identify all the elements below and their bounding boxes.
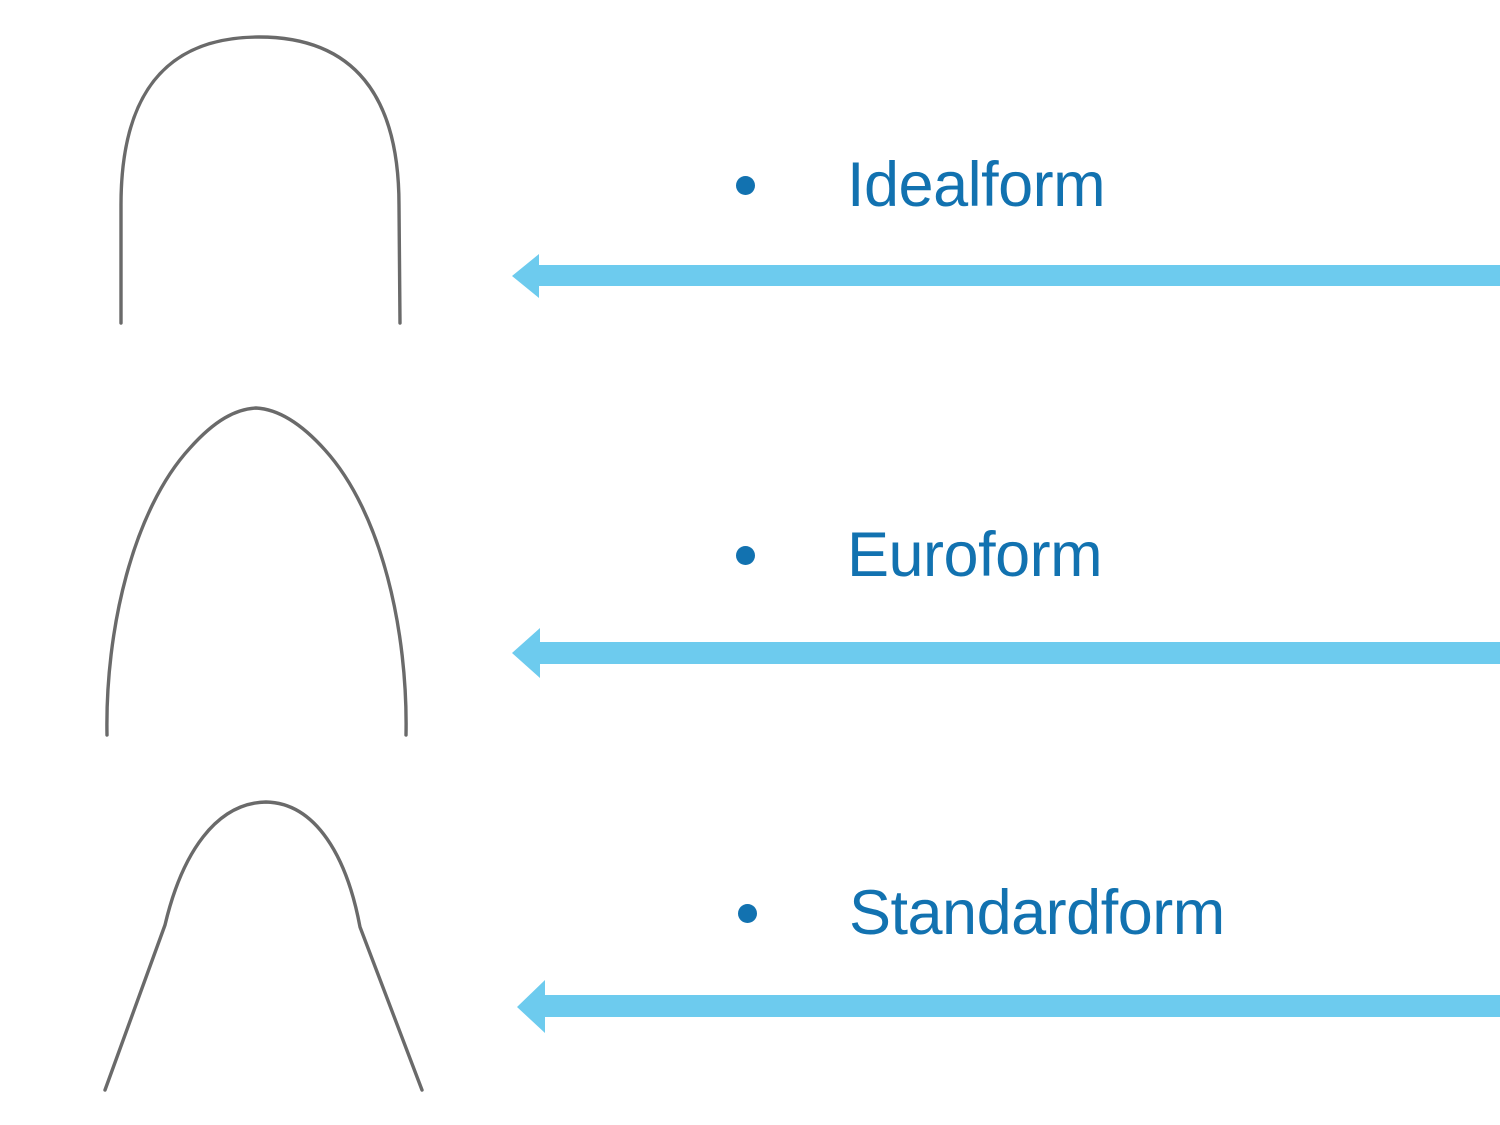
list-item-standardform[interactable]: Standardform — [738, 880, 1225, 946]
list-item-euroform[interactable]: Euroform — [736, 520, 1103, 590]
left-arrow-standardform-svg — [517, 980, 1500, 1033]
left-arrow-standardform — [505, 976, 1500, 1036]
left-arrow-idealform-svg — [512, 254, 1500, 298]
arrow-shape — [517, 980, 1500, 1033]
dental-arch-idealform — [0, 0, 500, 360]
left-arrow-idealform — [505, 248, 1500, 304]
list-item-label: Euroform — [847, 520, 1103, 590]
arch-outline-path — [119, 35, 402, 325]
list-item-idealform[interactable]: Idealform — [736, 150, 1106, 220]
bullet-dot-icon — [736, 545, 755, 565]
dental-arch-euroform-svg — [105, 406, 408, 737]
bullet-dot-icon — [738, 903, 757, 923]
list-item-label: Idealform — [847, 150, 1106, 220]
list-item-label: Standardform — [849, 878, 1225, 948]
arch-outline-path — [105, 406, 408, 737]
bullet-dot-icon — [736, 175, 755, 195]
dental-arch-standardform — [0, 775, 500, 1115]
dental-arch-idealform-svg — [119, 35, 402, 325]
dental-arch-standardform-svg — [103, 800, 424, 1092]
arrow-shape — [512, 628, 1500, 678]
left-arrow-euroform-svg — [512, 628, 1500, 678]
arch-outline-path — [103, 800, 424, 1092]
dental-arch-euroform — [0, 380, 500, 755]
arrow-shape — [512, 254, 1500, 298]
left-arrow-euroform — [505, 623, 1500, 683]
